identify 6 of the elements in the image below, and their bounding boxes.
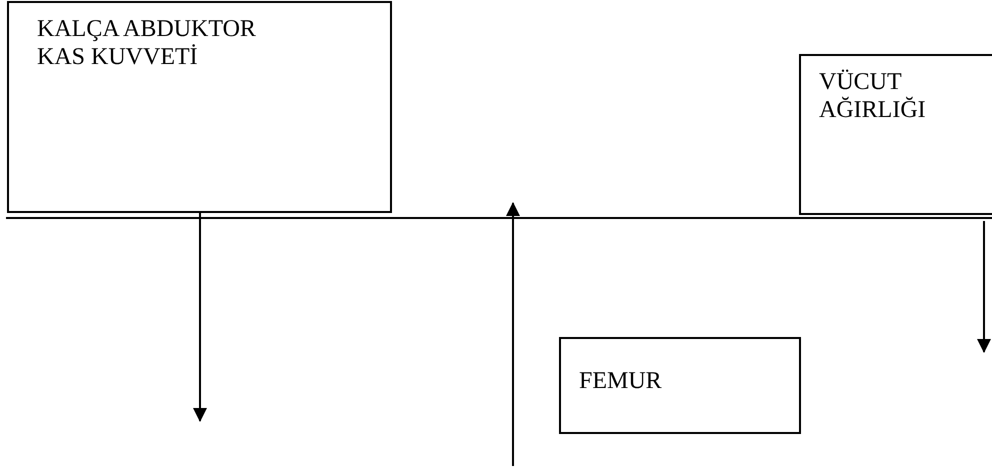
box-label: KALÇA ABDUKTOR KAS KUVVETİ [37, 15, 257, 71]
label-box [559, 337, 801, 434]
box-label: VÜCUT AĞIRLIĞI [819, 68, 927, 124]
label-box [799, 54, 992, 215]
label-box [7, 1, 392, 213]
box-label: FEMUR [579, 367, 663, 395]
